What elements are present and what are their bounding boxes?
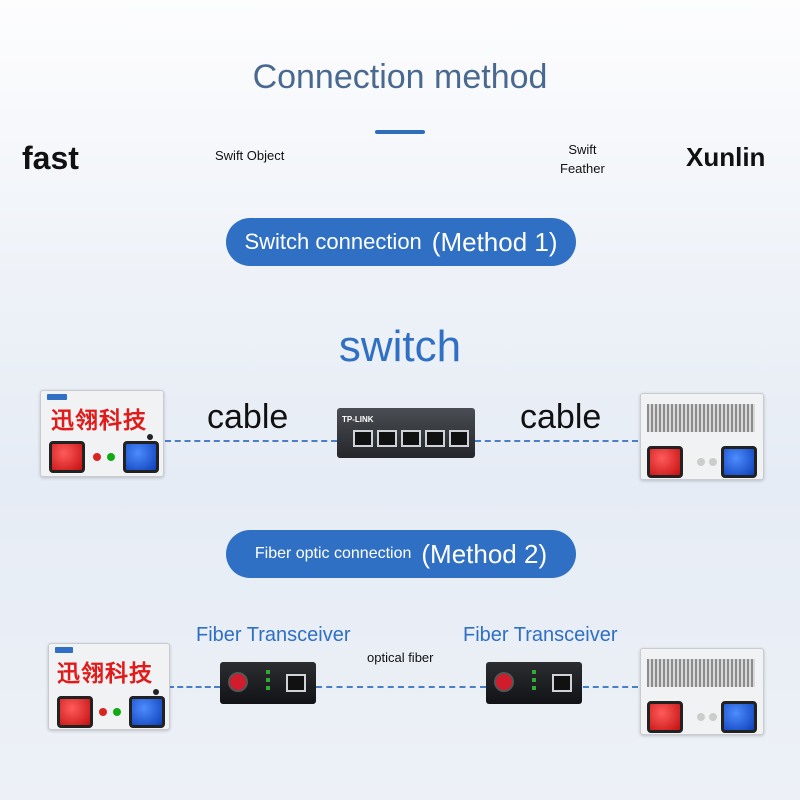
status-led-icon (532, 678, 536, 682)
red-button-icon (647, 701, 683, 733)
switch-port-icon (425, 430, 445, 447)
red-button-icon (647, 446, 683, 478)
switch-title: switch (338, 322, 462, 371)
blue-button-icon (721, 701, 757, 733)
led-display-device-left: 迅翎科技 (40, 390, 164, 477)
fiber-transceiver-left-icon (220, 662, 316, 704)
left-transceiver-label: Fiber Transceiver (196, 624, 351, 646)
red-indicator-icon (93, 453, 101, 461)
status-led-icon (532, 686, 536, 690)
switch-port-icon (353, 430, 373, 447)
network-switch-icon: TP-LINK (337, 408, 475, 458)
switch-port-icon (377, 430, 397, 447)
ethernet-port-icon (286, 674, 306, 692)
right-transceiver-label: Fiber Transceiver (463, 624, 618, 646)
switch-port-icon (401, 430, 421, 447)
brand-right-sub-line1: Swift (568, 142, 597, 157)
sensor-icon (153, 689, 159, 695)
brand-right-sub-line2: Feather (560, 161, 605, 176)
status-led-icon (532, 670, 536, 674)
optical-fiber-label: optical fiber (367, 650, 434, 665)
indicator-icon (697, 713, 705, 721)
method2-link-middle (316, 686, 486, 688)
led-text: 迅翎科技 (57, 661, 153, 687)
left-cable-label: cable (207, 398, 289, 436)
title-underline (375, 130, 425, 134)
indicator-icon (709, 458, 717, 466)
indicator-icon (709, 713, 717, 721)
green-indicator-icon (113, 708, 121, 716)
fiber-port-icon (228, 672, 248, 692)
brand-left-sub: Swift Object (215, 148, 285, 163)
brand-left: fast (22, 140, 79, 176)
speaker-device-right (640, 648, 764, 735)
method1-label: Switch connection (244, 229, 422, 254)
led-display-device-left: 迅翎科技 (48, 643, 170, 730)
fiber-port-icon (494, 672, 514, 692)
method2-link-left (168, 686, 220, 688)
red-button-icon (57, 696, 93, 728)
red-indicator-icon (99, 708, 107, 716)
method2-link-right (583, 686, 638, 688)
method2-label: Fiber optic connection (254, 545, 412, 562)
page-title: Connection method (252, 58, 548, 96)
method1-link-left (165, 440, 337, 442)
green-indicator-icon (107, 453, 115, 461)
device-logo-icon (55, 647, 73, 653)
sensor-icon (147, 434, 153, 440)
speaker-grille-icon (647, 659, 755, 687)
blue-button-icon (123, 441, 159, 473)
blue-button-icon (721, 446, 757, 478)
status-led-icon (266, 670, 270, 674)
ethernet-port-icon (552, 674, 572, 692)
device-logo-icon (47, 394, 67, 400)
led-text: 迅翎科技 (51, 408, 147, 434)
method1-link-right (475, 440, 638, 442)
indicator-icon (697, 458, 705, 466)
switch-brand: TP-LINK (342, 415, 374, 424)
method1-pill: Switch connection (Method 1) (226, 218, 576, 266)
method2-tag: (Method 2) (421, 538, 548, 569)
status-led-icon (266, 678, 270, 682)
right-cable-label: cable (520, 398, 602, 436)
switch-port-icon (449, 430, 469, 447)
brand-right: Xunlin (686, 142, 766, 172)
method1-tag: (Method 1) (431, 226, 558, 257)
blue-button-icon (129, 696, 165, 728)
red-button-icon (49, 441, 85, 473)
brand-right-sub: Swift Feather (560, 140, 605, 178)
fiber-transceiver-right-icon (486, 662, 582, 704)
method2-pill: Fiber optic connection (Method 2) (226, 530, 576, 578)
status-led-icon (266, 686, 270, 690)
speaker-grille-icon (647, 404, 755, 432)
speaker-device-right (640, 393, 764, 480)
